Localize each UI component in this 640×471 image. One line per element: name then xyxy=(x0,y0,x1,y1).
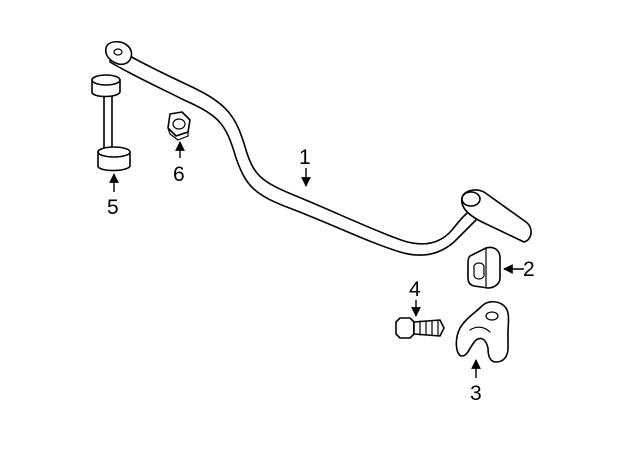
bracket xyxy=(455,300,510,363)
nut xyxy=(167,111,191,141)
callout-5: 5 xyxy=(107,196,119,219)
callout-1: 1 xyxy=(299,146,311,169)
callout-3: 3 xyxy=(470,382,482,405)
callout-2: 2 xyxy=(523,258,535,281)
bushing xyxy=(467,246,501,289)
bolt xyxy=(395,317,445,339)
callout-6: 6 xyxy=(173,163,185,186)
stabilizer-bar xyxy=(105,40,532,256)
callout-4: 4 xyxy=(409,278,421,301)
stabilizer-link xyxy=(91,74,131,172)
